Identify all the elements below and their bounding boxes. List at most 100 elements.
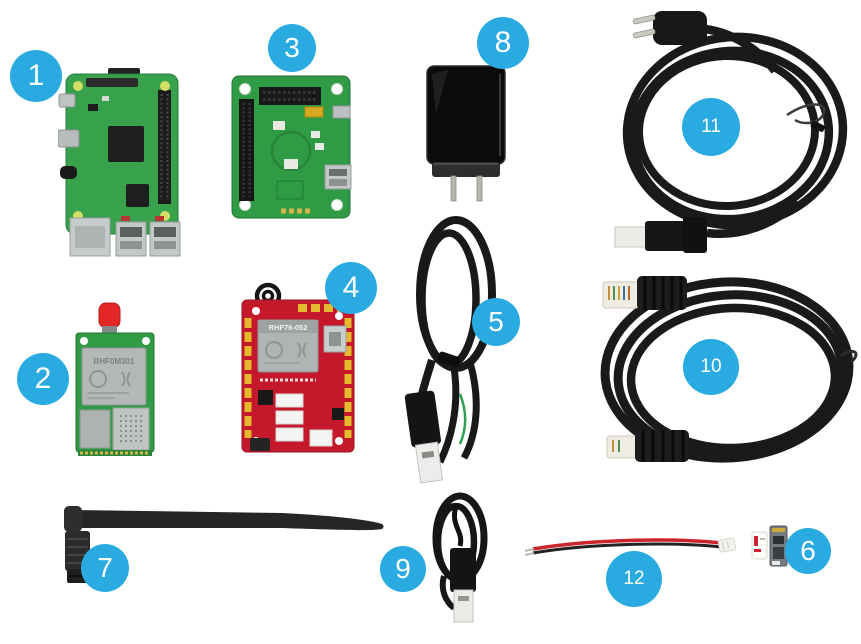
badge-number: 3 bbox=[284, 32, 300, 63]
soc-chip bbox=[108, 126, 144, 162]
cable-tie bbox=[810, 120, 825, 132]
gpio-socket bbox=[239, 99, 254, 201]
antenna-hinge bbox=[64, 506, 82, 532]
small-part bbox=[102, 96, 109, 101]
part-badge-7: 7 bbox=[81, 544, 129, 592]
bare-wire bbox=[786, 103, 826, 125]
part-badge-10: 10 bbox=[683, 339, 739, 395]
badge-number: 4 bbox=[342, 271, 360, 304]
part-badge-8: 8 bbox=[477, 17, 529, 69]
badge-number: 11 bbox=[701, 116, 721, 137]
usb-port-2 bbox=[149, 216, 181, 257]
part-badge-11: 11 bbox=[682, 98, 740, 156]
usb-a-connector bbox=[450, 548, 476, 623]
micro-usb-cable bbox=[420, 486, 498, 626]
cable-tie bbox=[437, 351, 461, 368]
usb-cable-illustration bbox=[404, 216, 496, 484]
hdmi-port bbox=[58, 129, 80, 148]
ethernet-cable bbox=[573, 258, 861, 486]
badge-number: 10 bbox=[700, 356, 722, 377]
small-chip bbox=[88, 104, 98, 111]
seeed-logo bbox=[121, 371, 131, 387]
part-badge-6: 6 bbox=[785, 528, 831, 574]
mount-holes bbox=[239, 83, 343, 211]
jst-connector bbox=[717, 537, 737, 553]
part-badge-2: 2 bbox=[17, 353, 69, 405]
badge-number: 8 bbox=[494, 26, 512, 59]
raspberry-pi-board bbox=[58, 66, 184, 258]
usb-a-connector-bottom bbox=[614, 198, 801, 253]
shield-vented bbox=[112, 407, 150, 451]
usb-port-1 bbox=[115, 216, 147, 257]
header-socket bbox=[259, 87, 321, 105]
part-badge-9: 9 bbox=[380, 546, 426, 592]
gpio-header bbox=[158, 90, 171, 204]
badge-number: 5 bbox=[488, 306, 504, 337]
badge-number: 9 bbox=[395, 553, 411, 584]
ethernet-port bbox=[69, 217, 111, 257]
risinghf-logo bbox=[265, 341, 283, 359]
short-cable-illustration bbox=[432, 492, 488, 623]
plug-connector-top bbox=[632, 11, 779, 74]
micro-usb-port bbox=[250, 438, 270, 451]
reset-button bbox=[332, 408, 344, 420]
cable-end bbox=[840, 349, 858, 364]
lora-module-illustration: RHF0M301 bbox=[75, 302, 155, 456]
mount-hole bbox=[142, 337, 150, 345]
gloss-highlight bbox=[432, 70, 448, 114]
audio-jack bbox=[60, 166, 77, 179]
ethernet-cable-illustration bbox=[600, 276, 858, 463]
jst-power-wire bbox=[523, 531, 741, 567]
usb-a-connector bbox=[404, 390, 444, 484]
usb-wire-cable-illustration bbox=[614, 11, 848, 253]
usb-chip bbox=[126, 184, 149, 207]
small-part bbox=[315, 143, 324, 150]
usb-cable-with-wire bbox=[575, 3, 861, 253]
badge-number: 7 bbox=[97, 552, 113, 583]
antenna-rod bbox=[72, 510, 384, 531]
red-wire bbox=[532, 538, 722, 551]
usb-programming-cable bbox=[398, 196, 510, 486]
part-badge-1: 1 bbox=[10, 50, 62, 102]
part-badge-5: 5 bbox=[472, 298, 520, 346]
power-chip bbox=[258, 390, 273, 405]
mount-hole bbox=[80, 337, 88, 345]
plug-prong bbox=[450, 175, 457, 202]
small-part bbox=[273, 121, 285, 130]
part-badge-12: 12 bbox=[606, 551, 662, 607]
part-badge-3: 3 bbox=[268, 24, 316, 72]
part-badge-4: 4 bbox=[325, 262, 377, 314]
raspberry-pi-hat-board bbox=[229, 73, 353, 221]
cable-coil bbox=[600, 277, 854, 463]
usb-a-port bbox=[324, 164, 352, 190]
hat-illustration bbox=[231, 75, 352, 219]
small-part bbox=[311, 131, 320, 138]
grove-connectors bbox=[275, 393, 333, 447]
power-adapter bbox=[424, 62, 510, 202]
power-adapter-illustration bbox=[426, 65, 506, 202]
badge-number: 12 bbox=[623, 568, 645, 589]
lorawan-dev-board: RHF76-052 bbox=[236, 278, 360, 458]
micro-usb-port bbox=[58, 93, 76, 108]
rj45-connector-top bbox=[602, 276, 687, 310]
black-wire bbox=[532, 542, 722, 555]
sma-connector bbox=[102, 326, 117, 334]
battery-holder-outline bbox=[270, 130, 312, 172]
shield-label: RHF0M301 bbox=[94, 357, 135, 366]
plug-prong bbox=[476, 175, 483, 202]
silver-module bbox=[323, 325, 347, 353]
sd-card bbox=[751, 531, 768, 560]
badge-number: 2 bbox=[34, 362, 52, 395]
adapter-base bbox=[432, 162, 500, 177]
lora-gateway-module: RHF0M301 bbox=[72, 302, 158, 458]
small-part bbox=[284, 159, 298, 169]
bare-tip bbox=[524, 552, 535, 556]
rf-shield: RHF76-052 bbox=[257, 319, 319, 373]
badge-number: 1 bbox=[27, 59, 45, 92]
shield-label: RHF76-052 bbox=[269, 323, 308, 332]
antenna-cap bbox=[98, 302, 121, 329]
raspberry-pi-illustration bbox=[58, 68, 181, 257]
display-connector bbox=[86, 78, 138, 87]
seeed-logo bbox=[297, 342, 307, 358]
inductor bbox=[304, 106, 324, 118]
